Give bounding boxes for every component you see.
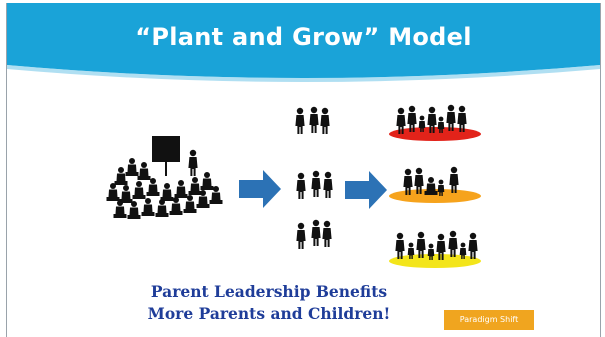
family-group-silhouette	[389, 230, 481, 268]
title-banner	[7, 3, 600, 82]
caption-line-1: Parent Leadership Benefits	[150, 282, 388, 301]
group-circle-silhouette	[106, 136, 223, 219]
arrow-right-icon	[345, 171, 387, 209]
slide-caption: Parent Leadership Benefits More Parents …	[119, 281, 419, 325]
slide-title: “Plant and Grow” Model	[135, 23, 472, 51]
small-group-silhouette	[295, 106, 333, 249]
model-illustration	[106, 104, 481, 268]
paradigm-shift-badge: Paradigm Shift	[444, 310, 534, 330]
family-group-silhouette	[389, 104, 481, 141]
family-group-silhouette	[389, 166, 481, 203]
arrow-right-icon	[239, 170, 281, 208]
caption-line-2: More Parents and Children!	[147, 304, 391, 323]
slide: “Plant and Grow” Model	[6, 3, 601, 337]
